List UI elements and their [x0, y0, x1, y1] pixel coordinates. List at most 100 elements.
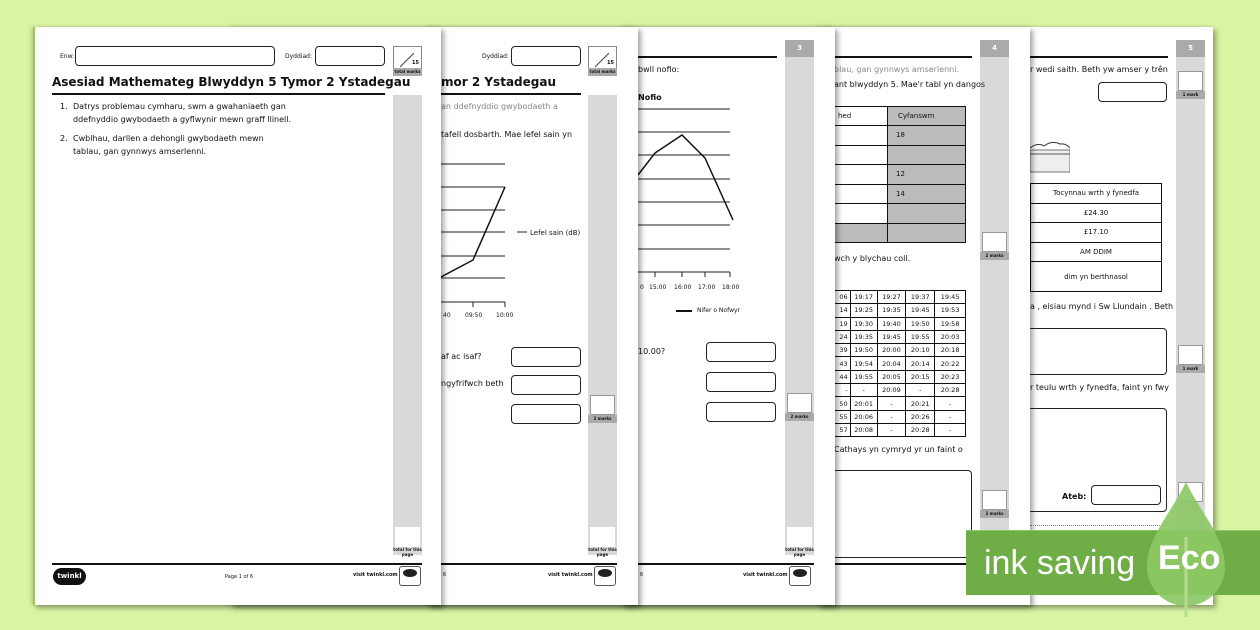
question-text: Cathays yn cymryd yr un faint o: [834, 445, 963, 454]
marks-box[interactable]: [1178, 71, 1203, 91]
timetable-cell: 19:37: [905, 289, 936, 305]
objective-number: 2.: [60, 134, 68, 143]
timetable-cell: 19:17: [849, 289, 878, 305]
quality-badge-icon: [594, 566, 616, 586]
answer-box[interactable]: [706, 342, 776, 362]
timetable-cell: 20:01: [849, 396, 878, 411]
timetable-cell: 19:45: [905, 303, 936, 318]
marks-box[interactable]: [1178, 345, 1203, 365]
timetable-cell: 20:03: [934, 329, 966, 345]
x-tick: 16:00: [674, 284, 692, 291]
marks-column: 2 marks 2 marks: [980, 57, 1009, 555]
x-tick: 15:00: [649, 284, 667, 291]
divider: [638, 56, 777, 58]
date-label: Dyddiad:: [482, 53, 509, 60]
timetable-cell: 19:58: [934, 316, 966, 331]
page-number: 5: [1176, 40, 1205, 57]
question-text: tafell dosbarth. Mae lefel sain yn: [441, 130, 573, 139]
timetable-cell: 19:45: [934, 289, 966, 305]
worksheet-title: mor 2 Ystadegau: [441, 75, 556, 89]
worksheet-page-1: Enw: Dyddiad: 15 total marks Asesiad Mat…: [33, 27, 441, 605]
timetable-cell: 19:50: [849, 343, 878, 358]
timetable-cell: 20:28: [905, 422, 936, 438]
answer-box[interactable]: [1091, 485, 1161, 505]
answer-box[interactable]: [511, 347, 581, 367]
price-cell: Tocynnau wrth y fynedfa: [1030, 183, 1162, 204]
data-line: [638, 134, 734, 221]
answer-box[interactable]: [706, 372, 776, 392]
timetable-cell: 19:53: [934, 303, 966, 318]
total-marks-value: 15: [607, 60, 614, 66]
total-cell: [887, 222, 966, 243]
timetable-cell: 20:10: [905, 343, 936, 358]
date-field[interactable]: [315, 46, 385, 66]
dotted-divider: [1030, 525, 1168, 526]
timetable-cell: 20:28: [934, 383, 966, 398]
marks-box[interactable]: [590, 395, 615, 415]
timetable-cell: 19:54: [849, 356, 878, 371]
name-label: Enw:: [60, 53, 75, 60]
marks-box[interactable]: [982, 232, 1007, 252]
timetable-cell: 20:08: [849, 422, 878, 438]
marks-label: 2 marks: [588, 415, 617, 423]
x-tick: 18:00: [722, 284, 740, 291]
footer-rule: [52, 563, 422, 565]
marks-column: 2 marks total for this page: [785, 57, 814, 557]
date-field[interactable]: [511, 46, 581, 66]
total-cell: 12: [887, 164, 966, 185]
timetable-cell: 19:40: [876, 316, 907, 331]
ink-saving-label: ink saving: [984, 544, 1136, 582]
marks-box[interactable]: [787, 393, 812, 413]
name-field[interactable]: [75, 46, 275, 66]
timetable-cell: 19:50: [905, 316, 936, 331]
quality-badge-icon: [399, 566, 421, 586]
timetable-cell: 19:30: [849, 316, 878, 331]
visit-link[interactable]: visit twinkl.com: [353, 572, 398, 578]
price-row: £17.10: [1030, 222, 1162, 243]
timetable-cell: -: [876, 409, 907, 424]
answer-box[interactable]: [1018, 328, 1167, 375]
objective-number: 1.: [60, 102, 68, 111]
visit-link[interactable]: visit twinkl.com: [743, 572, 788, 578]
legend-label: Lefel sain (dB): [530, 229, 581, 237]
page-total-box[interactable]: [590, 527, 615, 547]
footer-rule: [638, 563, 814, 565]
visit-link[interactable]: visit twinkl.com: [548, 572, 593, 578]
timetable-cell: 20:18: [934, 343, 966, 358]
price-row: dim yn berthnasol: [1030, 261, 1162, 292]
price-cell: AM DDIM: [1030, 241, 1162, 262]
page-total-box[interactable]: [787, 527, 812, 547]
marks-column: 2 marks total for this page: [588, 95, 617, 557]
timetable-cell: -: [876, 396, 907, 411]
question-text: ngyfrifwch beth: [441, 379, 504, 388]
page-label: Page 1 of 6: [225, 574, 254, 580]
timetable-cell: 19:27: [876, 289, 907, 305]
swimmers-line-chart: [638, 108, 734, 277]
table-row: [822, 222, 966, 243]
marks-box[interactable]: [982, 490, 1007, 510]
timetable-cell: 20:21: [905, 396, 936, 411]
question-text: 10.00?: [638, 347, 666, 356]
legend-swatch: [676, 310, 692, 312]
eco-badge-label: Eco: [1158, 539, 1221, 577]
timetable-cell: 19:35: [849, 329, 878, 345]
footer-rule: [441, 563, 617, 565]
answer-box[interactable]: [1098, 82, 1167, 102]
page-number: 4: [980, 40, 1009, 57]
answer-box[interactable]: [511, 404, 581, 424]
intro-text: an ddefnyddio gwybodaeth a: [441, 102, 558, 111]
page-total-box[interactable]: [395, 527, 420, 547]
timetable-cell: 20:04: [876, 356, 907, 371]
answer-box[interactable]: [511, 375, 581, 395]
quality-badge-icon: [789, 566, 811, 586]
page-total-label: total for this page: [785, 547, 814, 557]
page-number: 3: [785, 40, 814, 57]
answer-box[interactable]: [706, 402, 776, 422]
answer-box[interactable]: [822, 470, 972, 558]
